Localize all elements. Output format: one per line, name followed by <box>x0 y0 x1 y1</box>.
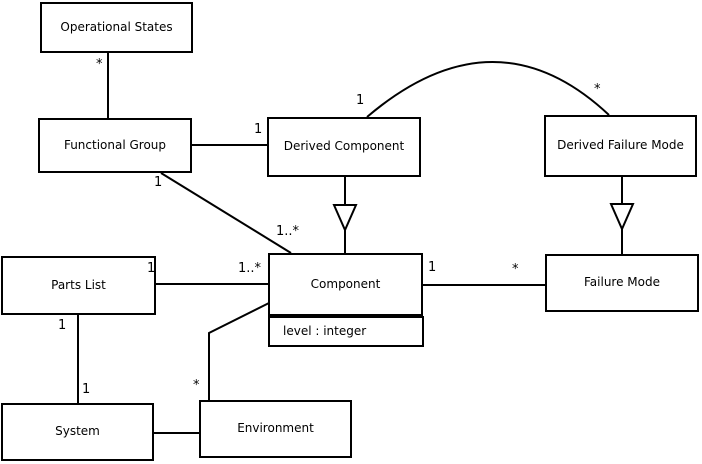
multiplicity-operational-states-end: * <box>96 57 103 72</box>
node-component: Component <box>268 253 423 316</box>
node-functional-group: Functional Group <box>38 118 192 173</box>
node-system: System <box>1 403 154 461</box>
node-label: Failure Mode <box>584 275 660 290</box>
multiplicity-parts-list-right-end: 1 <box>147 261 156 276</box>
node-label: Functional Group <box>63 137 167 152</box>
multiplicity-component-parts-list-end: 1..* <box>238 261 262 276</box>
multiplicity-environment-top-end: * <box>193 378 200 393</box>
multiplicity-system-top-end: 1 <box>82 382 91 397</box>
multiplicity-derived-component-horizontal-end: 1 <box>254 122 263 137</box>
node-environment: Environment <box>199 400 352 458</box>
node-label: Derived Component <box>283 139 405 154</box>
multiplicity-parts-list-bottom-end: 1 <box>58 318 67 333</box>
node-derived-failure-mode: Derived Failure Mode <box>544 115 697 177</box>
edge-component-environment <box>208 302 270 400</box>
node-label: Environment <box>237 421 314 436</box>
edge-functional-group-component <box>160 172 292 254</box>
edge-derived-component-derived-failure-mode-arc <box>366 61 610 118</box>
multiplicity-component-failure-mode-source: 1 <box>428 260 437 275</box>
generalization-triangle-icon <box>609 203 635 232</box>
multiplicity-arc-derived-component-end: 1 <box>356 93 365 108</box>
node-failure-mode: Failure Mode <box>545 254 699 312</box>
attribute-label: level : integer <box>283 323 367 338</box>
multiplicity-failure-mode-left-end: * <box>512 262 519 277</box>
node-operational-states: Operational States <box>40 2 193 53</box>
node-label: Operational States <box>60 19 173 34</box>
multiplicity-functional-group-diagonal-source: 1 <box>154 175 163 190</box>
node-label: System <box>55 424 100 439</box>
node-derived-component: Derived Component <box>267 117 421 177</box>
node-parts-list: Parts List <box>1 256 156 315</box>
node-label: Component <box>310 276 381 291</box>
generalization-triangle-icon <box>332 204 358 233</box>
multiplicity-component-diagonal-end: 1..* <box>276 224 300 239</box>
node-component-attribute-compartment: level : integer <box>268 316 424 347</box>
multiplicity-arc-derived-failure-mode-end: * <box>594 82 601 97</box>
node-label: Derived Failure Mode <box>557 138 684 153</box>
node-label: Parts List <box>51 277 106 292</box>
